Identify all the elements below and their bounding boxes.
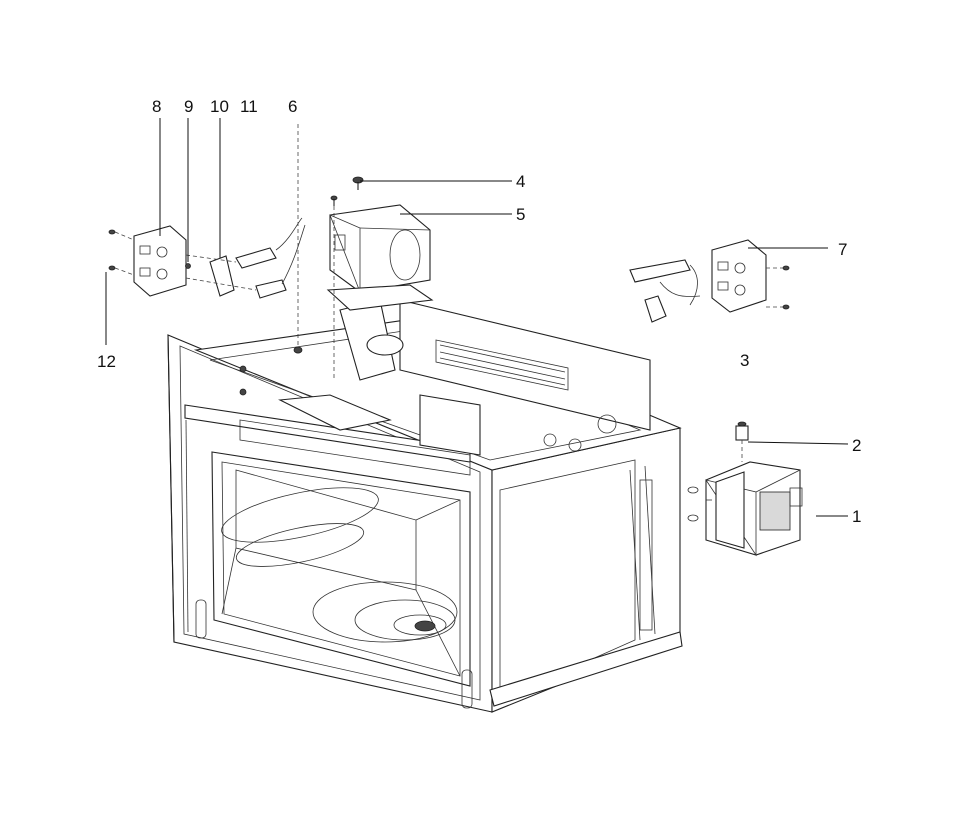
callout-2: 2	[852, 436, 861, 455]
callout-6: 6	[288, 97, 297, 116]
callout-8: 8	[152, 97, 161, 116]
oven-chassis	[167, 299, 683, 713]
callout-5: 5	[516, 205, 525, 224]
callout-9: 9	[184, 97, 193, 116]
part-7-switch-assembly	[629, 239, 790, 323]
callout-12: 12	[97, 352, 116, 371]
callout-11: 11	[240, 97, 258, 116]
callout-labels: 1 2 3 4 5 6 7 8 9 10 11 12	[97, 97, 861, 526]
part-5-screw	[330, 195, 338, 206]
part-6-screw	[293, 346, 303, 354]
part-1-magnetron	[687, 461, 803, 557]
callout-1: 1	[852, 507, 861, 526]
callout-3: 3	[740, 351, 749, 370]
callout-4: 4	[516, 172, 525, 191]
part-4-screw	[352, 176, 364, 190]
callout-10: 10	[210, 97, 229, 116]
part-2-component	[735, 421, 749, 462]
part-8-12-switch-assembly	[108, 217, 306, 299]
part-5-component	[326, 204, 434, 311]
leader-lines	[105, 118, 849, 517]
callout-7: 7	[838, 240, 847, 259]
